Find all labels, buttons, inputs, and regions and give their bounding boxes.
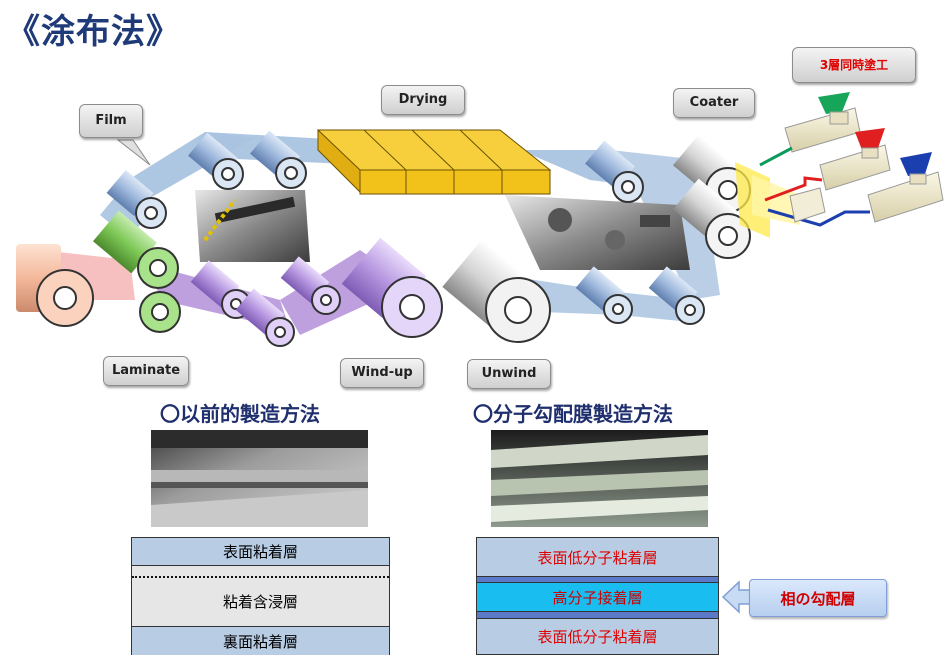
coater-machine-photo: [505, 195, 690, 270]
drying-label: Drying: [381, 85, 465, 115]
roll-windup: [341, 237, 443, 338]
coating-head: [735, 162, 800, 238]
roll-lower-2: [648, 266, 705, 325]
previous-layer-bottom: 裏面粘着層: [132, 626, 389, 655]
gradient-layer-top: 表面低分子粘着層: [537, 548, 658, 567]
roll-film-1: [188, 132, 244, 190]
windup-label: Wind-up: [340, 358, 424, 388]
roll-lower-1: [575, 266, 633, 324]
gradient-layer-middle: 高分子接着層: [477, 582, 718, 612]
coater-label: Coater: [673, 88, 755, 118]
film-machine-photo: [195, 190, 310, 262]
roll-coater-lower: [672, 178, 751, 259]
previous-layer-middle: 粘着含浸層: [222, 592, 298, 611]
feed-block: [789, 187, 826, 223]
drying-oven: [316, 129, 552, 195]
previous-method-heading: 〇以前的製造方法: [160, 402, 320, 426]
roll-dry-exit: [585, 140, 644, 203]
roll-unwind: [442, 239, 551, 343]
gradient-layer-callout: 相の勾配層: [749, 579, 887, 617]
roll-purple-2: [235, 288, 295, 347]
roll-film-2: [250, 130, 307, 189]
previous-layer-divider: [132, 576, 389, 578]
previous-method-photo: [151, 430, 368, 527]
gradient-layer-band-upper: [477, 576, 718, 583]
extruder-green: [759, 92, 861, 167]
laminate-label: Laminate: [103, 356, 189, 386]
gradient-layer-stack: 表面低分子粘着層 高分子接着層 表面低分子粘着層: [476, 537, 719, 655]
gradient-method-heading: 〇分子勾配膜製造方法: [473, 402, 673, 426]
unwind-label: Unwind: [467, 359, 551, 389]
three-layer-coating-label: 3層同時塗工: [792, 47, 916, 83]
gradient-method-photo: [491, 430, 708, 527]
previous-layer-top: 表面粘着層: [132, 538, 389, 566]
coating-process-diagram: [16, 92, 944, 347]
gradient-layer-bottom: 表面低分子粘着層: [537, 628, 658, 646]
roll-laminate-green: [92, 210, 181, 333]
extruder-red: [764, 128, 891, 202]
callout-arrow: [721, 580, 751, 614]
film-label-pointer: [116, 139, 151, 166]
film-label: Film: [79, 104, 143, 138]
gradient-layer-band-lower: [477, 612, 718, 619]
roll-purple-3: [280, 256, 341, 315]
previous-layer-stack: 表面粘着層 粘着含浸層 裏面粘着層: [131, 537, 390, 655]
roll-laminate-peach: [16, 244, 94, 327]
roll-film-3: [106, 169, 167, 229]
page-title: 《涂布法》: [6, 12, 181, 52]
